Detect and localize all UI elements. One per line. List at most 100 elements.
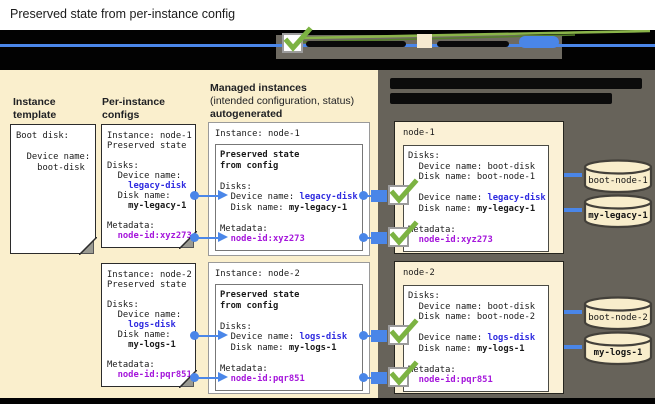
card-line: Disk name: my-logs-1 (220, 343, 358, 354)
vm-node-name: node-2 (403, 268, 435, 278)
card-line: Metadata: (220, 364, 358, 375)
status-checkmark-icon (388, 178, 419, 205)
card-line (107, 151, 191, 161)
card-text: node-id:pqr851 (408, 375, 493, 385)
card-line: Disks: (408, 151, 544, 162)
card-line: Disk name: my-legacy-1 (220, 203, 358, 214)
card-text: Disk name: (408, 343, 477, 354)
card-line (408, 183, 544, 194)
card-line (220, 311, 358, 322)
card-line: from config (220, 301, 358, 312)
card-text: Device name: (16, 152, 91, 162)
card-line: node-id:xyz273 (107, 231, 192, 241)
card-text: Disk name: (107, 191, 171, 201)
card-text: Device name: (408, 333, 488, 343)
card-line: Device name: boot-disk (408, 162, 544, 173)
legend-pointer-lines (302, 30, 651, 43)
card-text: logs-disk (107, 320, 176, 330)
card-line: Disk name: my-logs-1 (408, 344, 544, 355)
legend-text-bar (306, 41, 406, 47)
card-line: from config (220, 161, 358, 172)
card-text: Disk name: boot-node-2 (408, 312, 536, 322)
connector-line (364, 334, 374, 337)
connector-line (194, 334, 220, 337)
card-text: Device name: (107, 310, 182, 320)
disk-label: boot-node-2 (588, 313, 648, 323)
disk-label: boot-node-1 (588, 176, 648, 186)
vm-node-box-node-1: node-1 Disks: Device name: boot-disk Dis… (394, 121, 564, 254)
card-text: my-logs-1 (107, 340, 176, 350)
card-text: Device name: (107, 171, 182, 181)
managed-instances-label: Managed instances (210, 82, 307, 94)
card-text: legacy-disk (107, 181, 187, 191)
card-text: legacy-disk (487, 193, 546, 203)
disk-cylinder-boot-node-1: boot-node-1 (583, 159, 653, 194)
card-text: Device name: boot-disk (408, 161, 536, 172)
card-text: Disk name: (408, 203, 477, 214)
connector-line (194, 194, 220, 197)
card-line: Disk name: my-legacy-1 (408, 204, 544, 215)
card-text: Instance: node-2 (107, 270, 192, 280)
connector-arrow-icon (218, 232, 228, 242)
card-line: Preserved state (107, 141, 191, 151)
card-line: node-id:pqr851 (408, 375, 544, 386)
card-text: my-legacy-1 (476, 203, 536, 214)
connector-arrow-icon (218, 330, 228, 340)
card-line: boot-disk (16, 163, 91, 174)
vm-node-name: node-1 (403, 128, 435, 138)
connector-dot (359, 331, 368, 340)
status-checkmark-icon (388, 360, 419, 387)
card-text: Device name: (220, 192, 300, 202)
card-line (107, 211, 191, 221)
managed-instance-title: Instance: node-1 (215, 129, 300, 139)
card-text: Device name: boot-disk (408, 301, 536, 312)
instance-template-card: Boot disk: Device name: boot-disk (10, 124, 97, 255)
card-text: from config (220, 300, 279, 311)
connector-dot (359, 191, 368, 200)
card-line: Instance: node-2 (107, 270, 192, 280)
card-line (408, 354, 544, 365)
managed-instances-sublabel: (intended configuration, status) (210, 95, 355, 107)
card-text: from config (220, 160, 279, 171)
card-text: Preserved state (107, 280, 187, 290)
card-text: Disks: (107, 161, 139, 171)
card-text: Metadata: (408, 364, 456, 375)
connector-bridge (371, 231, 387, 244)
page-title: Preserved state from per-instance config (10, 7, 236, 21)
card-text: Instance: node-1 (107, 131, 192, 141)
card-line: Device name: logs-disk (408, 333, 544, 344)
managed-instance-title: Instance: node-2 (215, 269, 300, 279)
card-line: Device name: legacy-disk (408, 193, 546, 204)
connector-dot (359, 233, 368, 242)
card-text: boot-disk (16, 162, 85, 173)
disk-label: my-logs-1 (594, 348, 643, 358)
vm-config-box: Disks: Device name: boot-disk Disk name:… (403, 285, 549, 392)
card-text: node-id:xyz273 (107, 231, 192, 241)
card-line: my-legacy-1 (107, 201, 191, 211)
card-text: Preserved state (107, 141, 187, 151)
disk-cylinder-boot-node-2: boot-node-2 (583, 296, 653, 331)
card-text: Disk name: (107, 330, 171, 340)
card-line (220, 171, 358, 182)
connector-arrow-icon (218, 190, 228, 200)
card-line: Device name: logs-disk (220, 332, 358, 343)
column-header-instance-template: Instance template (13, 96, 57, 121)
card-line: Instance: node-1 (107, 131, 192, 141)
card-text: Metadata: (107, 360, 155, 370)
disk-cylinder-my-logs-1: my-logs-1 (583, 331, 653, 366)
column-header-managed-instances: Managed instances (intended configuratio… (210, 82, 378, 121)
card-text: Metadata: (408, 224, 456, 235)
connector-line (194, 376, 220, 379)
managed-instances-sublabel2: autogenerated (210, 108, 283, 120)
card-line: Disks: (107, 300, 191, 310)
disk-cylinder-my-legacy-1: my-legacy-1 (583, 194, 653, 229)
card-line: Preserved state (220, 150, 358, 161)
card-line: Disks: (220, 182, 358, 193)
column-header-per-instance-configs: Per-instance configs (102, 96, 166, 121)
card-line: logs-disk (107, 320, 191, 330)
connector-bridge (371, 371, 387, 384)
card-text: Disks: (107, 300, 139, 310)
card-line: Device name: boot-disk (408, 302, 544, 313)
card-text: Disks: (220, 321, 252, 332)
